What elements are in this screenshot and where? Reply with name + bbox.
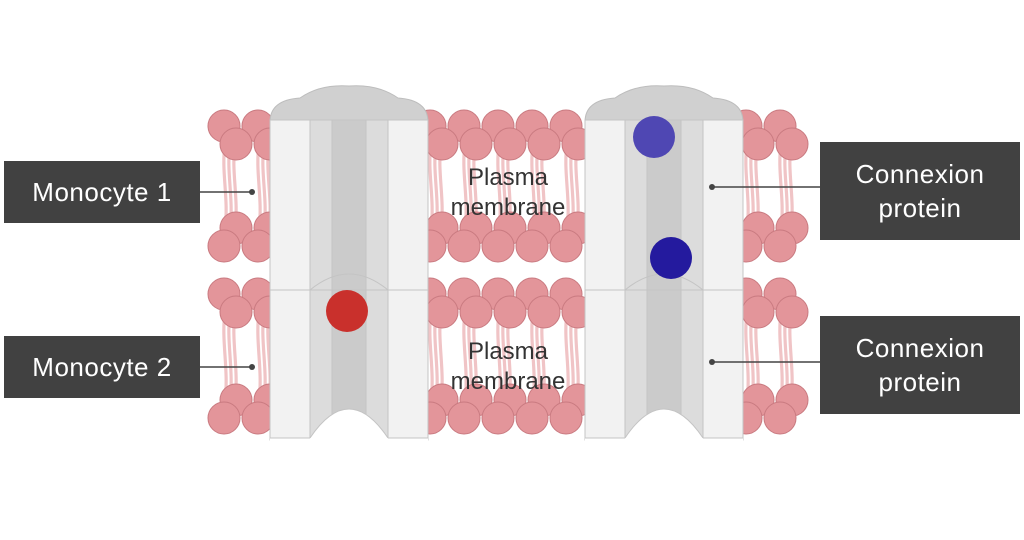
phospholipid-head-icon xyxy=(481,401,515,435)
phospholipid-head-icon xyxy=(775,295,809,329)
connexon-segment xyxy=(365,119,389,441)
connexon-segment xyxy=(269,119,311,441)
phospholipid-head-icon xyxy=(219,127,253,161)
connexon-channel-right-icon xyxy=(584,85,744,452)
monocyte-2-label: Monocyte 2 xyxy=(4,336,200,398)
leader-dot-icon xyxy=(709,184,715,190)
connexon-channel-left-icon xyxy=(269,85,429,452)
phospholipid-head-icon xyxy=(775,127,809,161)
connexon-opening xyxy=(270,409,428,452)
lipid-tail xyxy=(256,310,262,402)
molecule-blue-light-icon xyxy=(633,116,675,158)
connexon-segment xyxy=(331,119,367,441)
phospholipid-head-icon xyxy=(219,295,253,329)
bilayer-1-2 xyxy=(413,109,595,263)
phospholipid-head-icon xyxy=(527,127,561,161)
phospholipid-head-icon xyxy=(741,127,775,161)
phospholipid-head-icon xyxy=(241,229,275,263)
phospholipid-head-icon xyxy=(447,401,481,435)
phospholipid-head-icon xyxy=(447,229,481,263)
leader-dot-icon xyxy=(709,359,715,365)
connexon-segment xyxy=(646,119,682,441)
phospholipid-head-icon xyxy=(741,295,775,329)
phospholipid-head-icon xyxy=(493,127,527,161)
connexon-cap-icon xyxy=(584,85,744,123)
phospholipid-head-icon xyxy=(527,295,561,329)
phospholipid-head-icon xyxy=(481,229,515,263)
monocyte-1-label: Monocyte 1 xyxy=(4,161,200,223)
phospholipid-head-icon xyxy=(515,229,549,263)
phospholipid-head-icon xyxy=(207,401,241,435)
label-leader-lines xyxy=(200,184,820,370)
hemichannel-seam-arc xyxy=(309,273,389,291)
phospholipid-head-icon xyxy=(763,229,797,263)
phospholipid-head-icon xyxy=(241,401,275,435)
molecule-blue-dark-icon xyxy=(650,237,692,279)
bilayer-1-3 xyxy=(729,109,809,263)
phospholipid-head-icon xyxy=(763,401,797,435)
phospholipid-head-icon xyxy=(549,401,583,435)
phospholipid-head-icon xyxy=(515,401,549,435)
transported-molecules xyxy=(326,116,692,332)
phospholipid-head-icon xyxy=(459,295,493,329)
phospholipid-head-icon xyxy=(493,295,527,329)
connexon-channels xyxy=(269,85,744,452)
connexon-cap-icon xyxy=(269,85,429,123)
phospholipid-head-icon xyxy=(425,295,459,329)
connexon-segment xyxy=(680,119,704,441)
phospholipid-head-icon xyxy=(207,229,241,263)
leader-dot-icon xyxy=(249,189,255,195)
connexon-segment xyxy=(624,119,648,441)
lipid-tail xyxy=(778,310,784,402)
connexon-segment xyxy=(387,119,429,441)
phospholipid-bilayers xyxy=(207,109,809,435)
phospholipid-head-icon xyxy=(459,127,493,161)
connexon-opening xyxy=(585,409,743,452)
lipid-tail xyxy=(222,310,228,402)
connexon-segment xyxy=(309,119,333,441)
leader-dot-icon xyxy=(249,364,255,370)
molecule-red-icon xyxy=(326,290,368,332)
lipid-tail xyxy=(744,310,750,402)
connexon-opening-edge xyxy=(309,408,389,439)
phospholipid-head-icon xyxy=(549,229,583,263)
connexon-opening-edge xyxy=(624,408,704,439)
phospholipid-head-icon xyxy=(425,127,459,161)
connexon-segment xyxy=(702,119,744,441)
bilayer-2-2 xyxy=(413,277,595,435)
